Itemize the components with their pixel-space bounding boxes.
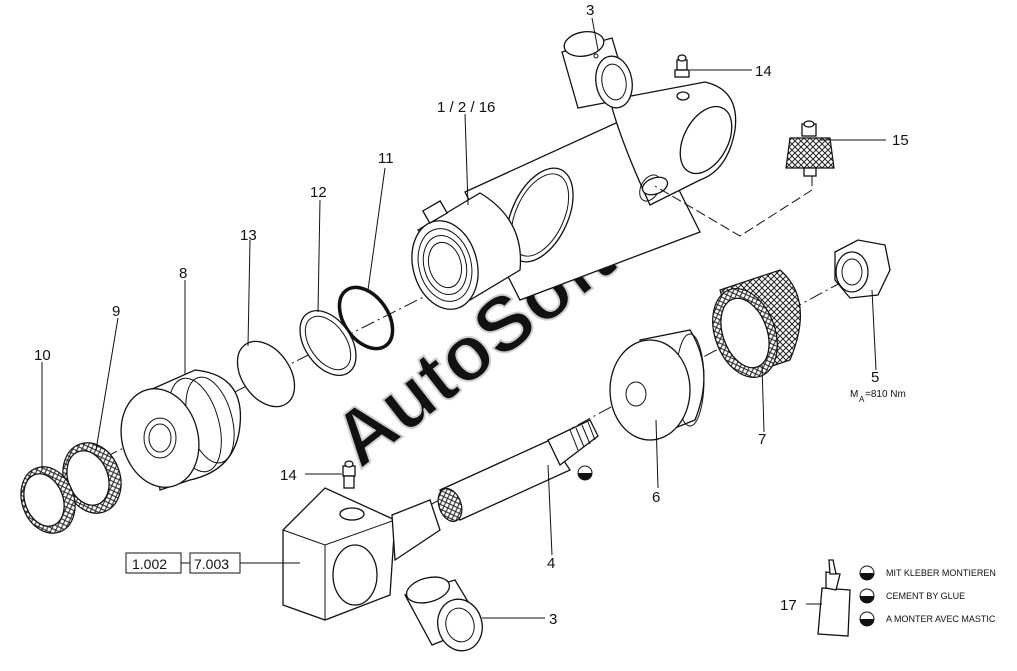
svg-text:CEMENT BY GLUE: CEMENT BY GLUE	[886, 591, 965, 601]
bushing-top-part	[561, 31, 633, 109]
ref-code-1: 1.002	[132, 556, 167, 572]
callout-14-top: 14	[755, 63, 772, 80]
scraper-ring-part	[20, 466, 76, 534]
callout-14-bottom: 14	[280, 467, 297, 484]
nut-part	[834, 239, 891, 299]
torque-spec: M A =810 Nm	[850, 389, 906, 404]
callout-13: 13	[240, 227, 257, 244]
ref-code-2: 7.003	[194, 556, 229, 572]
callout-11: 11	[378, 150, 394, 167]
callout-9: 9	[112, 303, 120, 320]
callout-5: 5	[871, 369, 879, 386]
callout-8: 8	[179, 265, 187, 282]
rod-eye-block-part	[282, 487, 441, 621]
piston-rod-part	[437, 419, 599, 523]
svg-text:MIT KLEBER MONTIEREN: MIT KLEBER MONTIEREN	[886, 568, 996, 578]
callout-10: 10	[34, 347, 51, 364]
legend-item-glue-fr: A MONTER AVEC MASTIC	[859, 611, 996, 627]
glue-tube-part	[817, 559, 851, 637]
torque-subscript: A	[859, 395, 865, 404]
leader-lines	[41, 17, 886, 619]
reference-codes: 1.002 7.003	[125, 552, 241, 574]
callout-17: 17	[780, 597, 797, 614]
legend-item-glue-de: MIT KLEBER MONTIEREN	[859, 565, 996, 581]
grease-nipple-top-part	[674, 54, 690, 78]
callout-7: 7	[758, 431, 766, 448]
grease-nipple-bottom-part	[342, 460, 356, 489]
legend: MIT KLEBER MONTIEREN CEMENT BY GLUE A MO…	[859, 565, 996, 627]
callout-1-2-16: 1 / 2 / 16	[437, 99, 495, 116]
callout-12: 12	[310, 184, 327, 201]
legend-item-glue-en: CEMENT BY GLUE	[859, 588, 965, 604]
backup-ring-part	[299, 310, 357, 376]
callout-6: 6	[652, 489, 660, 506]
glue-symbol-icon	[577, 465, 593, 481]
callout-15: 15	[892, 132, 909, 149]
bushing-bottom-part	[404, 576, 483, 652]
callout-3-top: 3	[586, 2, 594, 19]
svg-text:A MONTER AVEC MASTIC: A MONTER AVEC MASTIC	[886, 614, 996, 624]
piston-seal-part	[712, 269, 801, 379]
gland-part	[120, 369, 242, 491]
breather-valve-part	[785, 120, 835, 177]
torque-symbol: M	[850, 389, 858, 400]
seal-ring-part	[236, 340, 296, 408]
piston-part	[609, 329, 705, 441]
threaded-head-part	[411, 192, 522, 310]
cylinder-barrel-part	[464, 81, 737, 301]
torque-value: =810 Nm	[865, 389, 906, 400]
callout-3-bottom: 3	[549, 611, 557, 628]
callout-4: 4	[547, 555, 555, 572]
